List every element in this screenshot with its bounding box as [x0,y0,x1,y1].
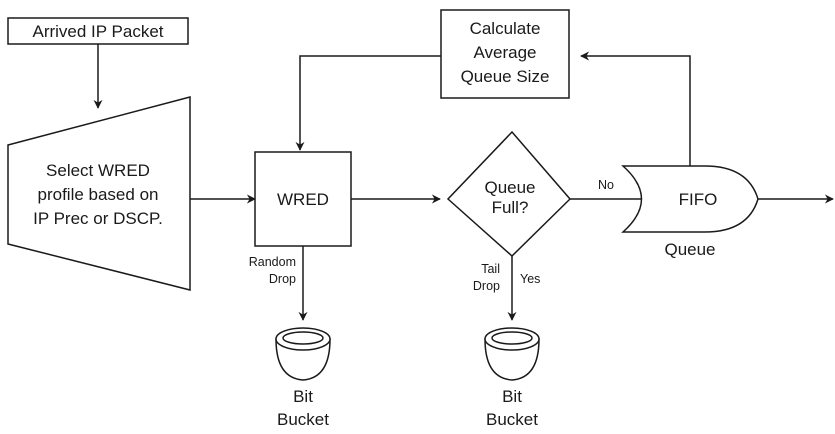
bucket-right-line1: Bit [502,387,522,406]
queue-full-decision: Queue Full? [446,130,572,258]
bucket-left-line1: Bit [293,387,313,406]
fifo-queue-node: FIFO [621,165,759,233]
no-label: No [598,178,614,192]
decision-line2: Full? [492,198,529,217]
yes-label: Yes [520,272,540,286]
calc-line1: Calculate [470,19,541,38]
wred-label: WRED [277,190,329,209]
random-drop-line2: Drop [269,272,296,286]
arrived-packet-label: Arrived IP Packet [32,22,163,41]
calc-line3: Queue Size [461,67,550,86]
queue-label: Queue [664,240,715,259]
arrow-fifo-to-calc [580,51,691,166]
select-profile-line3: IP Prec or DSCP. [33,209,163,228]
bit-bucket-left-icon [275,327,331,381]
bucket-left-line2: Bucket [277,410,329,429]
wred-node: WRED [254,151,352,247]
calc-avg-node: Calculate Average Queue Size [440,9,570,99]
fifo-label: FIFO [679,190,718,209]
arrow-calc-to-wred [295,55,441,151]
select-profile-node: Select WRED profile based on IP Prec or … [7,96,191,291]
select-profile-line1: Select WRED [46,161,150,180]
decision-line1: Queue [484,178,535,197]
bit-bucket-right-icon [484,327,540,381]
select-profile-line2: profile based on [38,185,159,204]
tail-drop-line1: Tail [481,262,500,276]
tail-drop-line2: Drop [473,279,500,293]
arrived-packet-node: Arrived IP Packet [7,17,189,45]
random-drop-line1: Random [249,255,296,269]
calc-line2: Average [473,43,536,62]
bucket-right-line2: Bucket [486,410,538,429]
